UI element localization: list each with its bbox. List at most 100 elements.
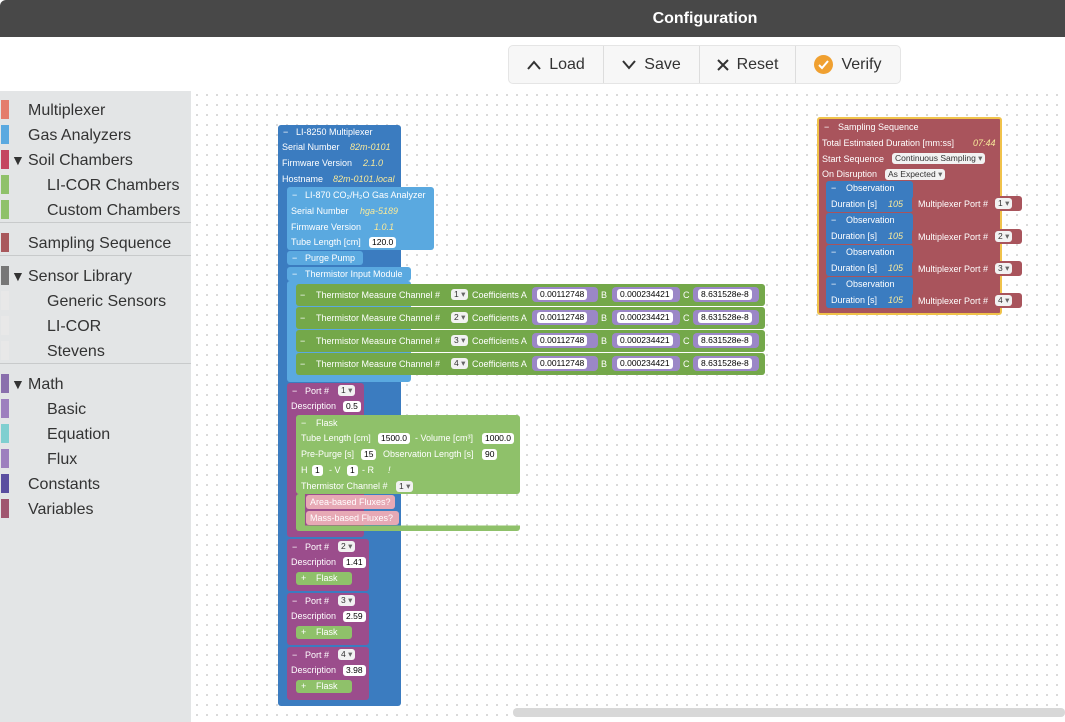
coefficient-b-field[interactable]: 0.000234421 [617, 289, 673, 300]
multiplexer-port-dropdown[interactable]: 3 [995, 263, 1013, 274]
collapse-icon[interactable]: − [292, 190, 298, 200]
multiplexer-port-dropdown[interactable]: 1 [995, 198, 1013, 209]
port-number-dropdown[interactable]: 1 [338, 385, 356, 396]
sidebar-item-sensor-library[interactable]: ▼Sensor Library [0, 262, 191, 287]
multiplexer-port-dropdown[interactable]: 4 [995, 295, 1013, 306]
collapse-icon[interactable]: − [300, 313, 306, 323]
observation-block[interactable]: − Observation Duration [s] 105 [826, 245, 913, 276]
coefficient-b-field[interactable]: 0.000234421 [617, 312, 673, 323]
sidebar-item-multiplexer[interactable]: Multiplexer [0, 96, 191, 121]
collapse-icon[interactable]: − [292, 596, 298, 606]
sidebar-item-flux[interactable]: Flux [0, 445, 191, 470]
coefficient-c-field[interactable]: 8.631528e-8 [698, 312, 752, 323]
expand-icon[interactable]: + [301, 627, 307, 637]
sidebar-item-stevens[interactable]: Stevens [0, 337, 191, 362]
sidebar-item-gas-analyzers[interactable]: Gas Analyzers [0, 121, 191, 146]
mass-fluxes-toggle[interactable]: Mass-based Fluxes? [306, 511, 399, 525]
coefficient-c-field[interactable]: 8.631528e-8 [698, 335, 752, 346]
verify-button[interactable]: Verify [796, 46, 900, 83]
gas-analyzer-block[interactable]: − LI-870 CO₂/H₂O Gas Analyzer Serial Num… [287, 187, 434, 250]
observation-block[interactable]: − Observation Duration [s] 105 [826, 181, 913, 212]
thermistor-row[interactable]: − Thermistor Measure Channel # 4 Coeffic… [296, 353, 765, 375]
r-warning-icon[interactable]: ! [388, 465, 391, 475]
collapse-icon[interactable]: − [292, 542, 298, 552]
coefficient-a-field[interactable]: 0.00112748 [537, 335, 588, 346]
coefficient-b-field[interactable]: 0.000234421 [617, 335, 673, 346]
multiplexer-port-block[interactable]: Multiplexer Port # 3 [912, 261, 1022, 276]
channel-dropdown[interactable]: 2 [451, 312, 469, 323]
collapse-icon[interactable]: − [292, 269, 298, 279]
thermistor-row[interactable]: − Thermistor Measure Channel # 3 Coeffic… [296, 330, 765, 352]
flask-collapsed-block[interactable]: + Flask [296, 680, 352, 693]
collapse-icon[interactable]: − [292, 253, 298, 263]
collapse-icon[interactable]: − [831, 183, 837, 193]
block-workspace[interactable]: − LI-8250 Multiplexer Serial Number 82m-… [192, 90, 1065, 722]
description-field[interactable]: 3.98 [343, 665, 366, 676]
horizontal-scrollbar[interactable] [513, 708, 1065, 717]
description-field[interactable]: 0.5 [343, 401, 361, 412]
v-field[interactable]: 1 [347, 465, 358, 476]
coefficient-a-field[interactable]: 0.00112748 [537, 358, 588, 369]
expand-icon[interactable]: + [301, 573, 307, 583]
sidebar-item-basic[interactable]: Basic [0, 395, 191, 420]
observation-length-field[interactable]: 90 [482, 449, 498, 460]
port-number-dropdown[interactable]: 4 [338, 649, 356, 660]
thermistor-row[interactable]: − Thermistor Measure Channel # 2 Coeffic… [296, 307, 765, 329]
channel-dropdown[interactable]: 1 [451, 289, 469, 300]
sidebar-item-licor[interactable]: LI-COR [0, 312, 191, 337]
channel-dropdown[interactable]: 3 [451, 335, 469, 346]
coefficient-a-field[interactable]: 0.00112748 [537, 289, 588, 300]
sidebar-item-soil-chambers[interactable]: ▼Soil Chambers [0, 146, 191, 171]
observation-block[interactable]: − Observation Duration [s] 105 [826, 213, 913, 244]
sidebar-item-constants[interactable]: Constants [0, 470, 191, 495]
collapse-icon[interactable]: − [300, 359, 306, 369]
coefficient-b-field[interactable]: 0.000234421 [617, 358, 673, 369]
multiplexer-port-block[interactable]: Multiplexer Port # 4 [912, 293, 1022, 308]
reset-button[interactable]: Reset [700, 46, 796, 83]
sidebar-item-licor-chambers[interactable]: LI-COR Chambers [0, 171, 191, 196]
coefficient-c-field[interactable]: 8.631528e-8 [698, 289, 752, 300]
collapse-icon[interactable]: − [292, 650, 298, 660]
description-field[interactable]: 2.59 [343, 611, 366, 622]
volume-field[interactable]: 1000.0 [482, 433, 514, 444]
flask-block[interactable]: − Flask Tube Length [cm] 1500.0 - Volume… [296, 415, 520, 494]
load-button[interactable]: Load [509, 46, 604, 83]
collapse-icon[interactable]: − [300, 336, 306, 346]
collapse-icon[interactable]: − [824, 122, 830, 132]
observation-block[interactable]: − Observation Duration [s] 105 [826, 277, 913, 308]
port-number-dropdown[interactable]: 2 [338, 541, 356, 552]
thermistor-channel-dropdown[interactable]: 1 [396, 481, 414, 492]
multiplexer-port-dropdown[interactable]: 2 [995, 231, 1013, 242]
thermistor-module-block[interactable]: − Thermistor Input Module [287, 267, 411, 281]
area-fluxes-toggle[interactable]: Area-based Fluxes? [306, 495, 395, 509]
multiplexer-port-block[interactable]: Multiplexer Port # 2 [912, 229, 1022, 244]
channel-dropdown[interactable]: 4 [451, 358, 469, 369]
collapse-icon[interactable]: − [292, 386, 298, 396]
collapse-icon[interactable]: − [283, 127, 289, 137]
on-disruption-dropdown[interactable]: As Expected [885, 169, 946, 180]
tube-length-field[interactable]: 1500.0 [378, 433, 410, 444]
expand-icon[interactable]: + [301, 681, 307, 691]
thermistor-row[interactable]: − Thermistor Measure Channel # 1 Coeffic… [296, 284, 765, 306]
save-button[interactable]: Save [604, 46, 700, 83]
sidebar-item-math[interactable]: ▼Math [0, 370, 191, 395]
purge-pump-block[interactable]: − Purge Pump [287, 251, 363, 265]
sidebar-item-custom-chambers[interactable]: Custom Chambers [0, 196, 191, 221]
collapse-icon[interactable]: − [300, 290, 306, 300]
prepurge-field[interactable]: 15 [361, 449, 377, 460]
expand-arrow-icon[interactable]: ▼ [11, 152, 25, 168]
expand-arrow-icon[interactable]: ▼ [11, 376, 25, 392]
flask-collapsed-block[interactable]: + Flask [296, 626, 352, 639]
h-field[interactable]: 1 [312, 465, 323, 476]
collapse-icon[interactable]: − [301, 418, 307, 428]
collapse-icon[interactable]: − [831, 247, 837, 257]
port-number-dropdown[interactable]: 3 [338, 595, 356, 606]
flask-collapsed-block[interactable]: + Flask [296, 572, 352, 585]
collapse-icon[interactable]: − [831, 279, 837, 289]
multiplexer-port-block[interactable]: Multiplexer Port # 1 [912, 196, 1022, 211]
sidebar-item-sampling-sequence[interactable]: Sampling Sequence [0, 229, 191, 254]
coefficient-c-field[interactable]: 8.631528e-8 [698, 358, 752, 369]
collapse-icon[interactable]: − [831, 215, 837, 225]
sidebar-item-equation[interactable]: Equation [0, 420, 191, 445]
sidebar-item-variables[interactable]: Variables [0, 495, 191, 520]
